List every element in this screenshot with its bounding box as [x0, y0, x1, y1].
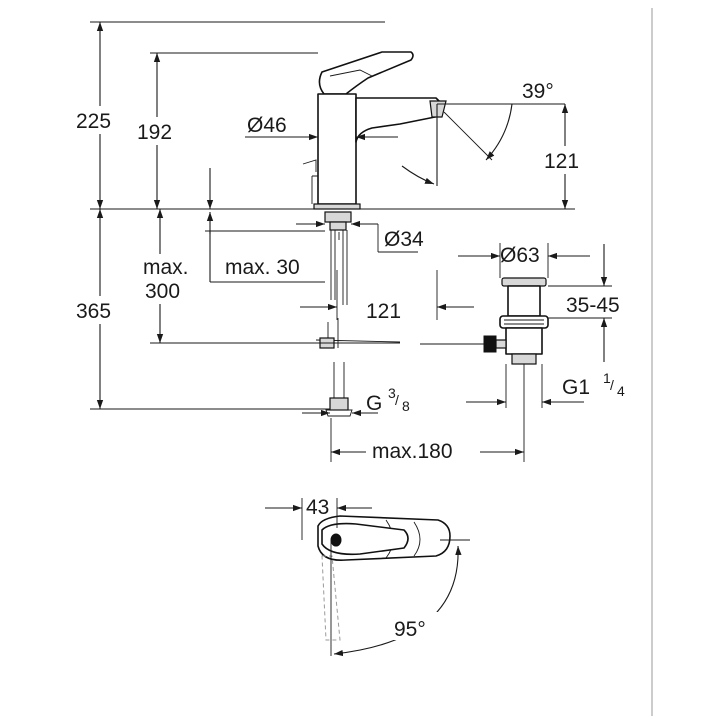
dim-base-diameter-prefix: Ø [384, 228, 400, 251]
waste-outlet [511, 353, 537, 365]
dim-spout-height-label: 192 [137, 121, 172, 144]
svg-text:Ø34: Ø34 [384, 228, 424, 251]
waste-flange [501, 277, 547, 287]
dim-waste-thread-num: 1 [603, 370, 611, 386]
dim-supply-thread-den: 8 [402, 398, 410, 414]
dim-supply-thread-num: 3 [388, 385, 396, 401]
dim-below-deck: 365 [74, 209, 330, 410]
fixing-nut [324, 211, 352, 223]
dim-deck-thickness: max. 30 [205, 212, 325, 283]
dim-handle-offset: 43 [265, 496, 372, 540]
dim-waste-offset: max.180 [330, 364, 525, 463]
dim-handle-rotation: 95° [333, 539, 470, 657]
supply-pipe [333, 362, 345, 400]
popup-rod [311, 175, 318, 204]
svg-text:/: / [610, 377, 614, 393]
dim-waste-diameter-prefix: Ø [500, 244, 516, 267]
supply-hose-right [342, 230, 348, 305]
dim-waste-diameter: Ø63 [458, 243, 590, 278]
dim-total-height-label: 225 [76, 110, 111, 133]
dim-basin-thickness-label: 35-45 [566, 294, 620, 317]
faucet-body [317, 93, 357, 205]
dim-supply-thread: G 3 / 8 [302, 385, 410, 417]
dim-waste-distance: 121 [300, 270, 474, 323]
dim-spout-angle-label: 39° [522, 80, 554, 103]
dim-supply-thread-label: G [366, 392, 382, 415]
dim-basin-thickness: 35-45 [548, 244, 620, 362]
dim-spout-angle: 39° [401, 80, 565, 186]
dim-spout-height: 192 [134, 52, 318, 209]
popup-waste [483, 277, 549, 365]
dim-body-diameter-label: 46 [263, 114, 286, 137]
spout [355, 97, 443, 143]
dim-hose-length: max. 300 [140, 209, 400, 344]
svg-text:Ø46: Ø46 [247, 114, 287, 137]
dim-below-deck-label: 365 [76, 300, 111, 323]
waste-rod-knob [483, 335, 497, 353]
waste-body [507, 285, 541, 317]
dim-handle-offset-label: 43 [306, 496, 329, 519]
dim-hose-length-label: max. [143, 256, 189, 279]
faucet-side-view [302, 51, 486, 417]
dim-waste-diameter-label: 63 [516, 244, 539, 267]
dim-base-diameter: Ø34 [296, 220, 424, 253]
svg-text:/: / [395, 392, 399, 408]
dim-spout-reach-vertical: 121 [540, 104, 590, 209]
dim-spout-reach-vertical-label: 121 [544, 150, 579, 173]
dim-waste-distance-label: 121 [366, 300, 401, 323]
dim-waste-offset-label: max.180 [372, 440, 453, 463]
dim-handle-rotation-label: 95° [394, 618, 426, 641]
dim-waste-thread-label: G1 [562, 376, 590, 399]
dim-waste-thread: G1 1 / 4 [466, 364, 625, 408]
dim-base-diameter-label: 34 [400, 228, 424, 251]
waste-nut [499, 315, 549, 329]
svg-text:Ø63: Ø63 [500, 244, 540, 267]
dim-body-diameter-prefix: Ø [247, 114, 263, 137]
dim-waste-thread-den: 4 [617, 383, 625, 399]
dim-total-height: 225 [74, 21, 385, 209]
dim-deck-thickness-label: max. 30 [225, 256, 300, 279]
supply-hose-left [330, 230, 336, 300]
spout-outlet [429, 100, 447, 118]
dim-body-diameter: Ø46 [245, 114, 398, 141]
top-view-lever-cap [330, 533, 342, 547]
base-plate [313, 203, 361, 210]
dim-hose-length-value: 300 [145, 280, 180, 303]
waste-tail [505, 327, 543, 355]
